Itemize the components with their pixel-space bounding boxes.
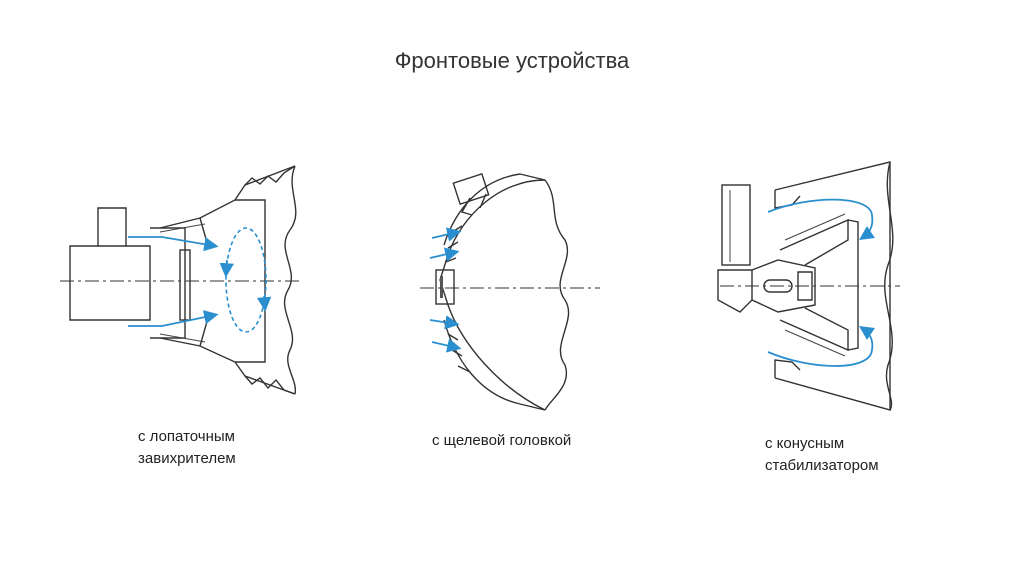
caption-cone-line1: с конусным bbox=[765, 435, 845, 452]
caption-cone-line2: стабилизатором bbox=[765, 457, 879, 474]
vane-swirler-diagram bbox=[60, 165, 300, 395]
caption-swirler: с лопаточным завихрителем bbox=[138, 426, 236, 470]
caption-cone: с конусным стабилизатором bbox=[765, 433, 879, 477]
caption-swirler-line1: с лопаточным bbox=[138, 428, 235, 445]
caption-swirler-line2: завихрителем bbox=[138, 450, 236, 467]
caption-slot-line1: с щелевой головкой bbox=[432, 432, 572, 449]
slotted-head-diagram bbox=[420, 173, 600, 411]
cone-stabilizer-diagram bbox=[717, 161, 900, 411]
page-title: Фронтовые устройства bbox=[394, 48, 630, 73]
caption-slot: с щелевой головкой bbox=[432, 430, 571, 452]
